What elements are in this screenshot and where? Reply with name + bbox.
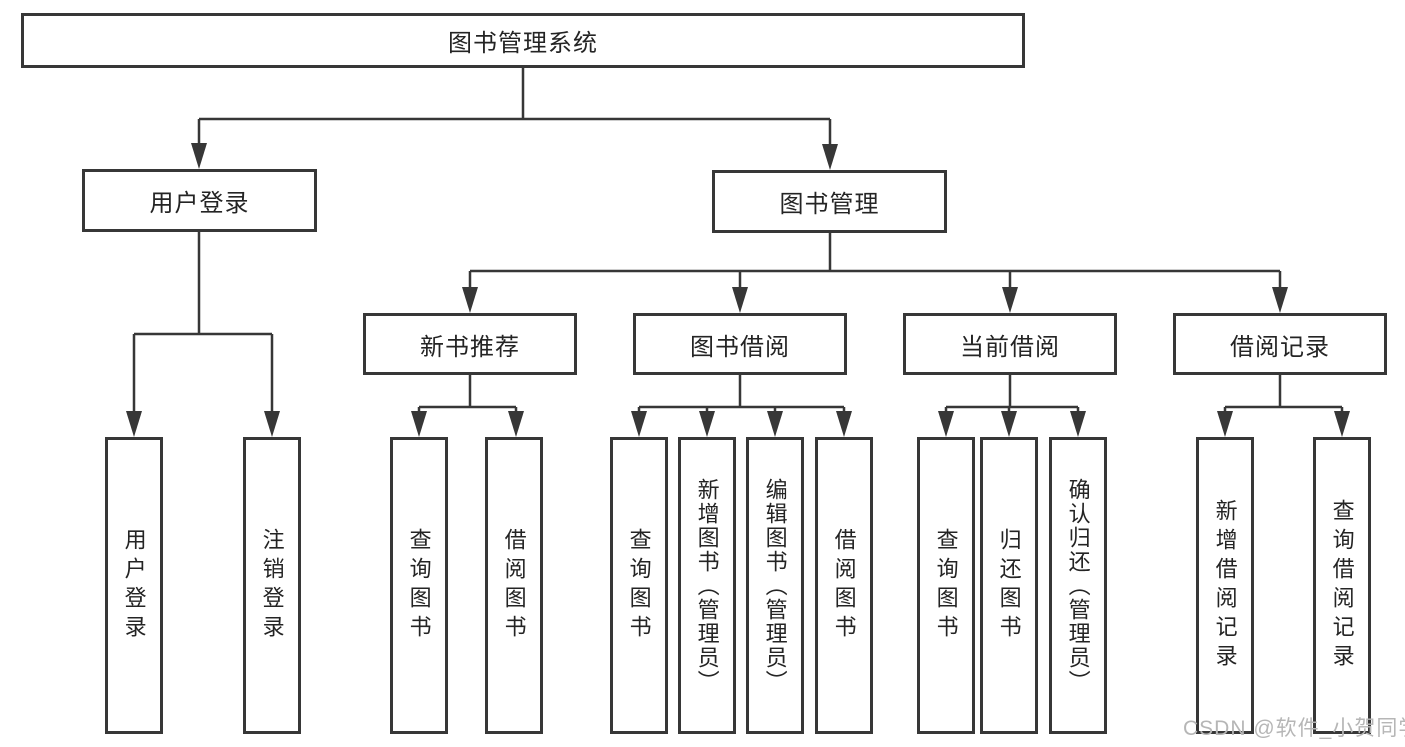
leaf-query-books-current: 查询图书 (917, 437, 975, 734)
csdn-watermark: CSDN @软件_小贺同学 (1183, 717, 1405, 740)
node-label: 查询图书 (626, 527, 652, 644)
leaf-confirm-return-admin: 确认归还（管理员） (1049, 437, 1107, 734)
node-label: 借阅图书 (501, 527, 527, 644)
node-book-borrowing: 图书借阅 (633, 313, 847, 375)
node-label: 查询图书 (933, 527, 959, 644)
node-current-borrowing: 当前借阅 (903, 313, 1117, 375)
node-label: 借阅记录 (1230, 333, 1330, 361)
node-label: 查询图书 (406, 527, 432, 644)
node-label: 确认归还（管理员） (1065, 477, 1091, 694)
leaf-query-books-recommend: 查询图书 (390, 437, 448, 734)
leaf-add-books-admin: 新增图书（管理员） (678, 437, 736, 734)
node-label: 注销登录 (259, 527, 285, 644)
leaf-borrow-books-borrowing: 借阅图书 (815, 437, 873, 734)
node-label: 新增图书（管理员） (694, 477, 720, 694)
node-book-management: 图书管理 (712, 170, 947, 233)
leaf-logout: 注销登录 (243, 437, 301, 734)
node-user-login: 用户登录 (82, 169, 317, 232)
arrowheads (126, 143, 1350, 437)
node-label: 图书管理系统 (448, 30, 598, 57)
node-label: 查询借阅记录 (1329, 498, 1355, 673)
node-label: 新书推荐 (420, 333, 520, 361)
node-label: 新增借阅记录 (1212, 498, 1238, 673)
node-label: 图书管理 (779, 191, 880, 218)
leaf-user-login: 用户登录 (105, 437, 163, 734)
node-root-library-management-system: 图书管理系统 (21, 13, 1025, 68)
node-label: 用户登录 (121, 527, 147, 644)
node-borrowing-records: 借阅记录 (1173, 313, 1387, 375)
node-label: 图书借阅 (690, 333, 790, 361)
node-label: 用户登录 (149, 190, 250, 217)
node-label: 借阅图书 (831, 527, 857, 644)
leaf-borrow-books-recommend: 借阅图书 (485, 437, 543, 734)
node-new-book-recommendation: 新书推荐 (363, 313, 577, 375)
leaf-query-books-borrowing: 查询图书 (610, 437, 668, 734)
leaf-return-books: 归还图书 (980, 437, 1038, 734)
node-label: 归还图书 (996, 527, 1022, 644)
leaf-add-borrow-record: 新增借阅记录 (1196, 437, 1254, 734)
leaf-edit-books-admin: 编辑图书（管理员） (746, 437, 804, 734)
leaf-query-borrow-record: 查询借阅记录 (1313, 437, 1371, 734)
node-label: 编辑图书（管理员） (762, 477, 788, 694)
node-label: 当前借阅 (960, 333, 1060, 361)
